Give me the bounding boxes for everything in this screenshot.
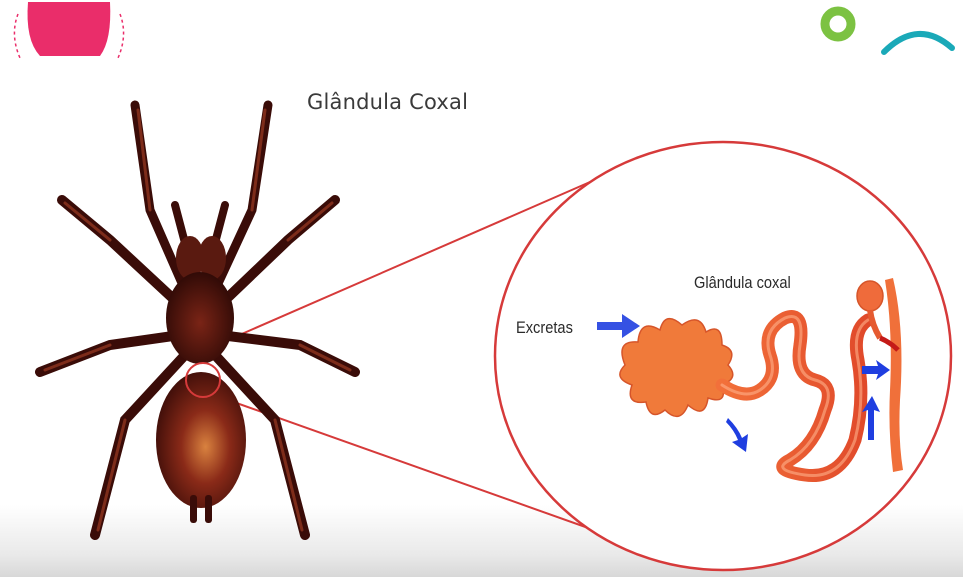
pink-blob-decoration	[14, 2, 123, 58]
teal-arc-decoration	[884, 34, 952, 52]
green-ring-decoration	[825, 11, 851, 37]
diagram-title: Glândula Coxal	[307, 90, 468, 114]
coxal-gland-label: Glândula coxal	[694, 273, 791, 293]
excretas-label: Excretas	[516, 318, 573, 338]
spider-illustration	[40, 105, 355, 535]
